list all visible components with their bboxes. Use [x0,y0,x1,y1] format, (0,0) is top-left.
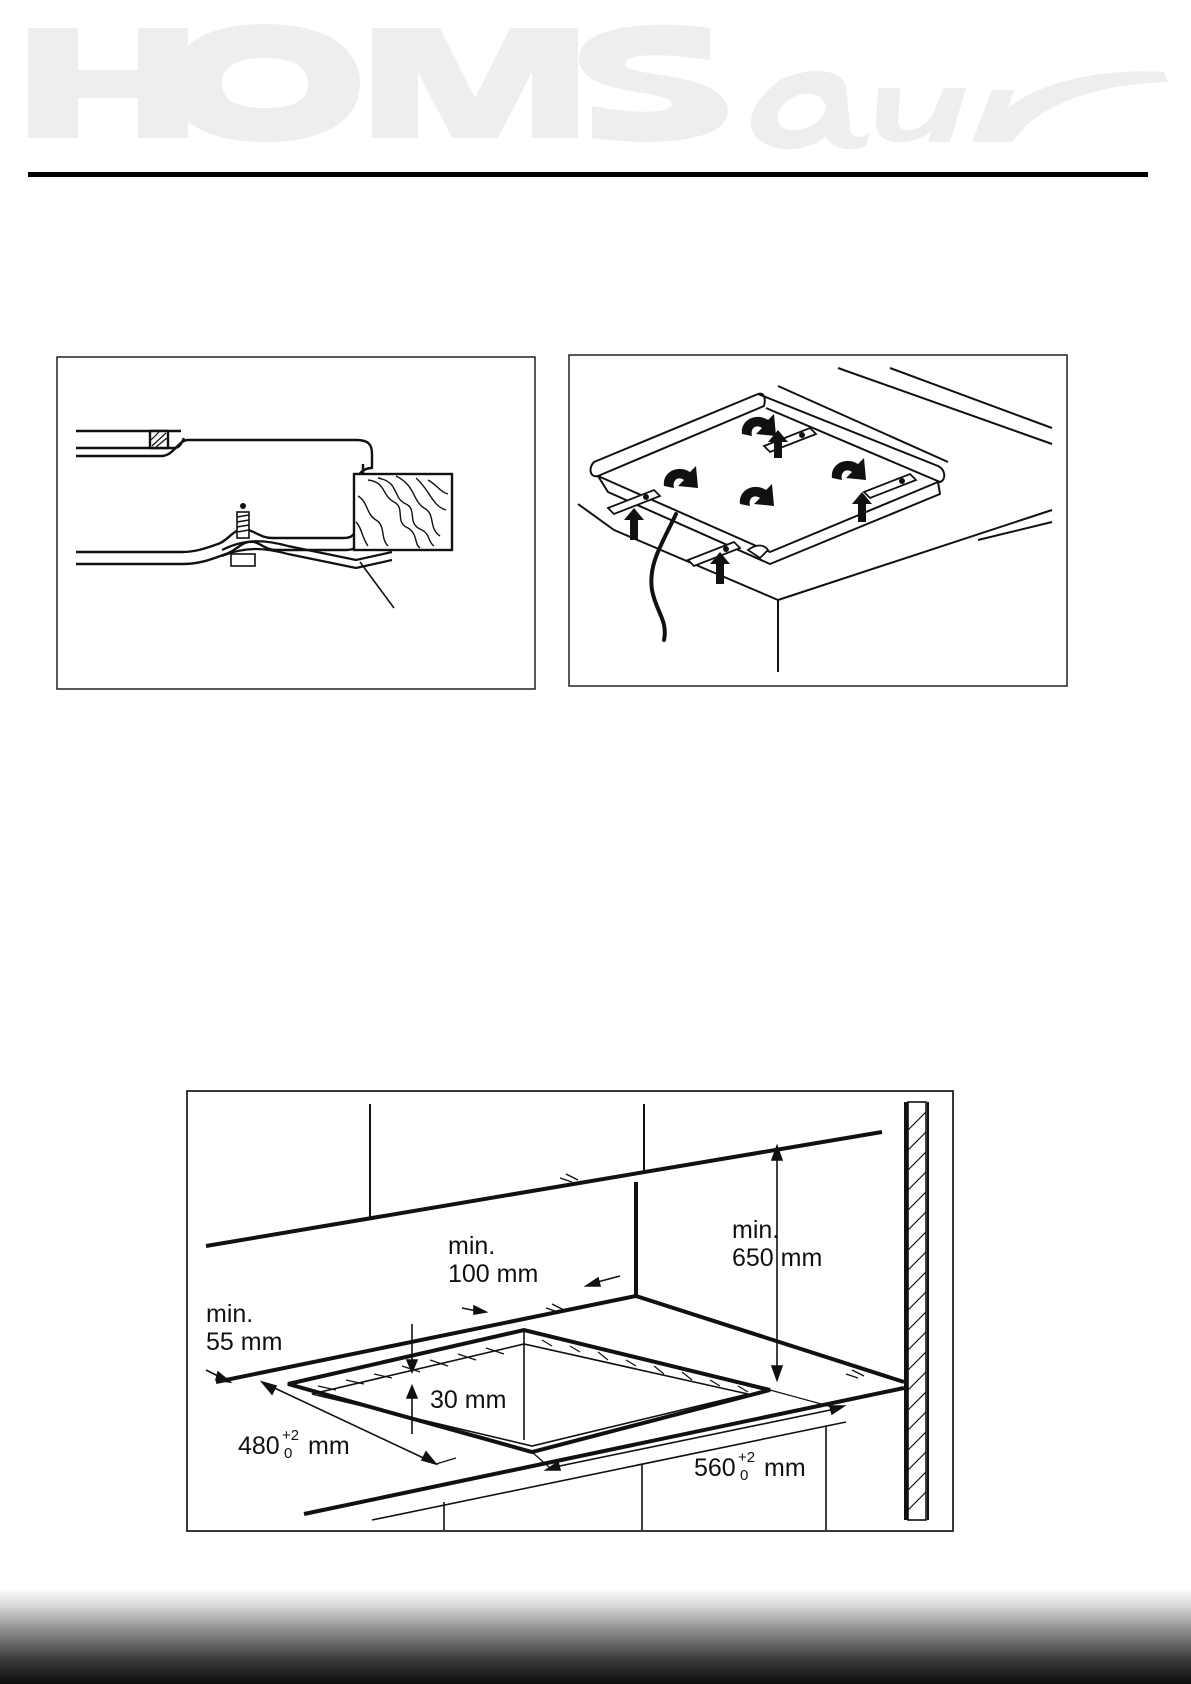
brand-logo [28,24,1168,150]
width-560-label: 560 +2 0 mm [694,1449,806,1484]
min-650-label-line2: 650 mm [732,1244,822,1272]
bracket-clamp-cross-section-icon [56,356,536,690]
svg-text:mm: mm [764,1454,806,1482]
min-55-label-line2: 55 mm [206,1328,282,1356]
width-480-label: 480 +2 0 mm [238,1427,350,1462]
min-100-label-line1: min. [448,1232,495,1260]
svg-text:+2: +2 [282,1427,299,1444]
svg-text:0: 0 [740,1467,748,1484]
svg-text:0: 0 [284,1445,292,1462]
svg-text:+2: +2 [738,1449,755,1466]
footer-gradient-bar [0,1588,1191,1684]
cutout-dimensions-diagram: min. 100 mm min. 650 mm min. 55 mm 30 mm… [186,1090,954,1532]
depth-30-label: 30 mm [430,1386,506,1414]
min-100-label-line2: 100 mm [448,1260,538,1288]
min-650-label-line1: min. [732,1216,779,1244]
min-55-label-line1: min. [206,1300,253,1328]
svg-text:mm: mm [308,1432,350,1460]
svg-text:480: 480 [238,1432,280,1460]
hob-underside-brackets-icon [568,354,1068,687]
svg-text:560: 560 [694,1454,736,1482]
header-rule [28,172,1148,177]
